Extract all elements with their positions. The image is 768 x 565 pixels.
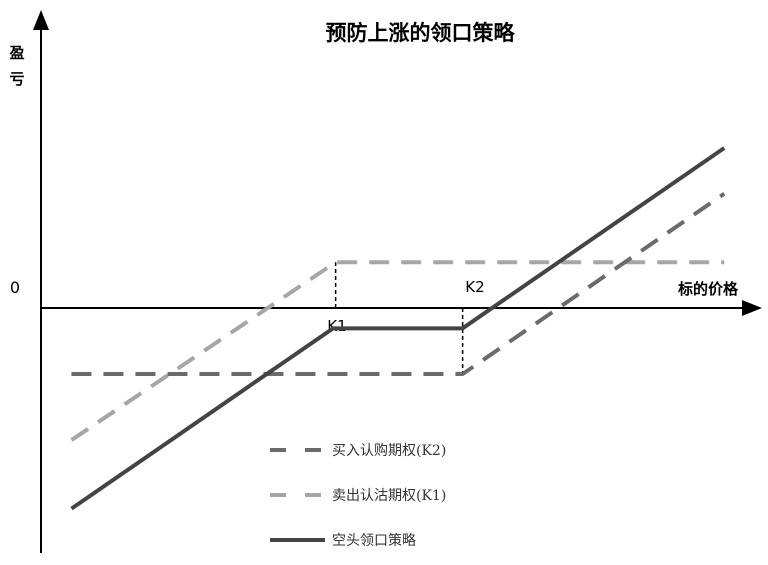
series-line-1: [70, 260, 725, 442]
series-line-0: [71, 192, 726, 377]
series-line-2: [70, 146, 726, 511]
legend-label: 卖出认沽期权(K1): [332, 488, 446, 504]
y-axis-label-1: 盈: [8, 44, 24, 62]
chart-title: 预防上涨的领口策略: [326, 20, 516, 45]
origin-label: 0: [10, 278, 20, 297]
x-axis-label: 标的价格: [677, 280, 739, 298]
legend-label: 买入认购期权(K2): [332, 443, 446, 459]
legend-label: 空头领口策略: [332, 532, 416, 549]
k2-label: K2: [465, 278, 484, 296]
y-axis-label-2: 亏: [9, 70, 24, 88]
